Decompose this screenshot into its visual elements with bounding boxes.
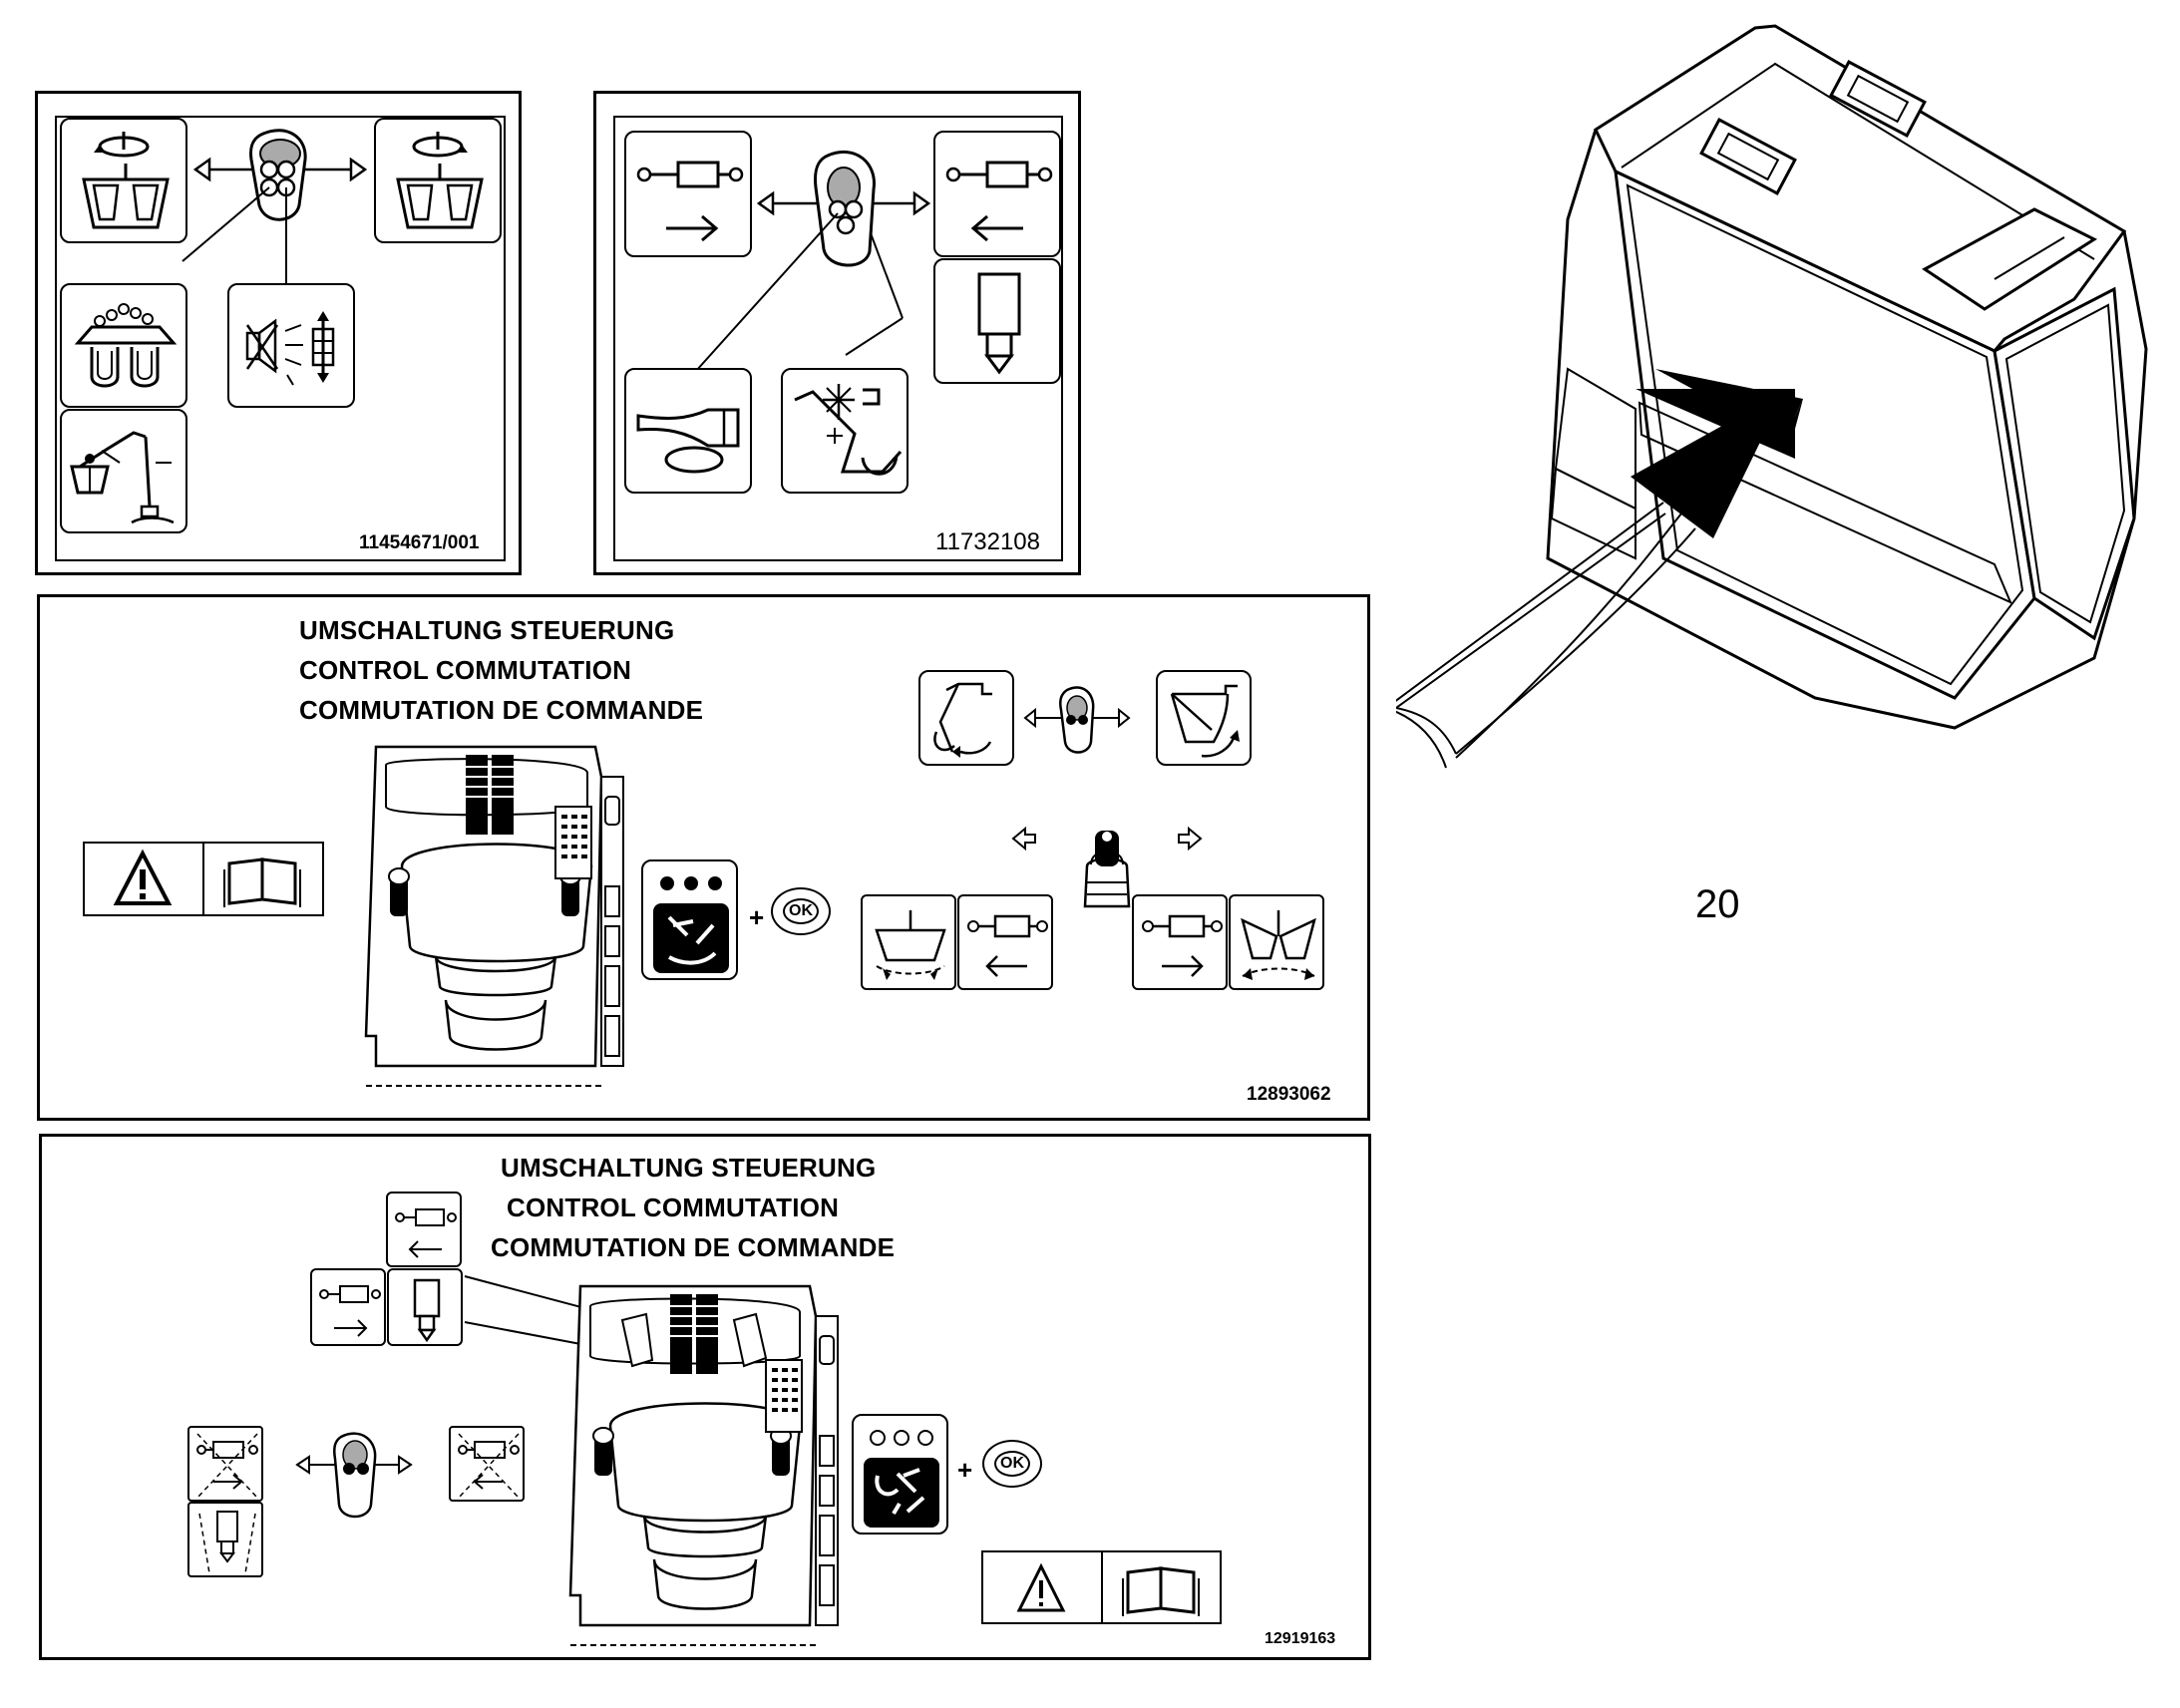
manual-book-icon bbox=[1122, 1566, 1200, 1616]
warning-manual-box bbox=[981, 1550, 1222, 1624]
decal-12919163: UMSCHALTUNG STEUERUNG CONTROL COMMUTATIO… bbox=[39, 1134, 1371, 1660]
cylinder-extend-icon bbox=[1132, 894, 1228, 990]
attachment-pin-icon bbox=[933, 258, 1061, 384]
cab-topview-icon bbox=[568, 1284, 839, 1646]
ok-button-label: OK bbox=[783, 898, 819, 924]
plus-sign: + bbox=[749, 902, 765, 932]
decal-title: UMSCHALTUNG STEUERUNG bbox=[501, 1153, 877, 1183]
decal-inner-frame bbox=[613, 116, 1063, 561]
manual-book-icon bbox=[223, 857, 301, 907]
decal-code: 11454671/001 bbox=[359, 532, 480, 553]
cylinder-retract-icon bbox=[933, 131, 1061, 257]
decal-code: 12893062 bbox=[1247, 1084, 1331, 1105]
decal-code: 12919163 bbox=[1265, 1630, 1336, 1647]
mute-horn-icon bbox=[227, 283, 355, 408]
boom-left-icon bbox=[918, 670, 1014, 766]
boom-right-icon bbox=[1156, 670, 1252, 766]
control-mode-icon bbox=[852, 1414, 948, 1535]
cab-topview-icon bbox=[364, 745, 624, 1087]
pointer-arrow-icon bbox=[1396, 391, 1785, 755]
plus-sign: + bbox=[957, 1455, 973, 1485]
cylinder-retract-dashed-icon bbox=[449, 1426, 525, 1502]
bucket-close-icon bbox=[861, 894, 956, 990]
joystick-icon bbox=[295, 1432, 413, 1519]
attachment-pin-dashed-icon bbox=[187, 1502, 263, 1577]
ok-button: OK bbox=[771, 887, 831, 935]
ok-button: OK bbox=[982, 1440, 1042, 1488]
ok-button-label: OK bbox=[994, 1451, 1030, 1477]
decal-title: CONTROL COMMUTATION bbox=[299, 655, 632, 685]
decal-code: 11732108 bbox=[935, 528, 1040, 555]
warning-manual-box bbox=[83, 842, 324, 916]
decal-title: COMMUTATION DE COMMANDE bbox=[299, 695, 704, 725]
decal-11454671: 11454671/001 bbox=[35, 91, 522, 575]
cab-icon bbox=[1396, 24, 2148, 769]
cylinder-extend-icon bbox=[624, 131, 752, 257]
crane-grab-icon bbox=[60, 409, 187, 533]
rotate-left-icon bbox=[60, 118, 187, 243]
warning-icon bbox=[1016, 1562, 1066, 1612]
callout-number: 20 bbox=[1695, 882, 1740, 926]
attachment-pin-icon bbox=[387, 1268, 463, 1346]
horn-icon bbox=[624, 368, 752, 494]
grapple-icon bbox=[60, 283, 187, 408]
cylinder-retract-icon bbox=[386, 1192, 462, 1267]
boom-icon bbox=[781, 368, 908, 494]
joystick-icon bbox=[1011, 826, 1203, 908]
warning-icon bbox=[113, 849, 173, 905]
decal-title: UMSCHALTUNG STEUERUNG bbox=[299, 615, 675, 645]
cylinder-extend-icon bbox=[310, 1268, 386, 1346]
decal-title: COMMUTATION DE COMMANDE bbox=[491, 1232, 896, 1262]
cylinder-extend-dashed-icon bbox=[187, 1426, 263, 1502]
decal-title: CONTROL COMMUTATION bbox=[507, 1193, 840, 1222]
joystick-icon bbox=[1023, 686, 1131, 754]
decal-12893062: UMSCHALTUNG STEUERUNG CONTROL COMMUTATIO… bbox=[37, 594, 1370, 1121]
rotate-right-icon bbox=[374, 118, 502, 243]
decal-inner-frame bbox=[55, 116, 506, 561]
cylinder-retract-icon bbox=[957, 894, 1053, 990]
decal-11732108: 11732108 bbox=[593, 91, 1081, 575]
control-mode-icon bbox=[641, 859, 738, 980]
bucket-open-icon bbox=[1229, 894, 1324, 990]
